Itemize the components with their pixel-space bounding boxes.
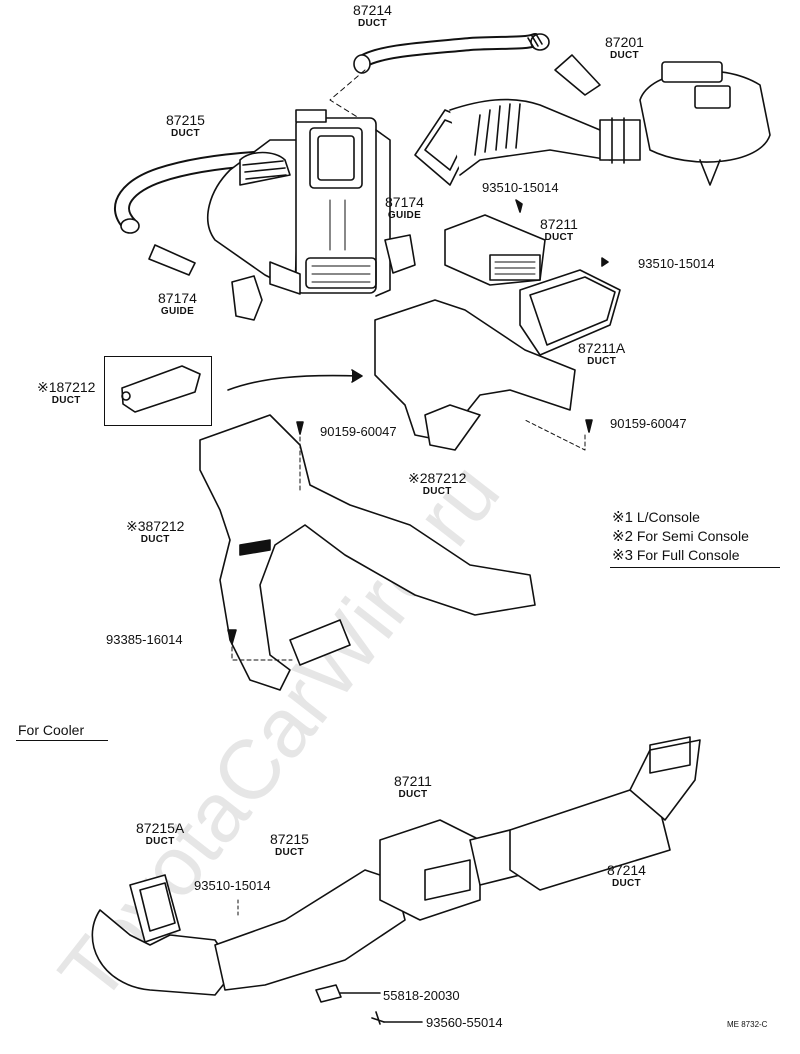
legend-underline <box>610 567 780 568</box>
guide-87174-left <box>231 275 263 321</box>
leader-93385 <box>231 639 293 661</box>
partnum-93560: 93560-55014 <box>426 1015 503 1030</box>
screw-90159-a <box>296 421 304 435</box>
partnum-90159-a: 90159-60047 <box>320 424 397 439</box>
hose-87215-top <box>114 150 278 234</box>
screw-93510-a <box>515 199 523 213</box>
duct-87212-semi <box>374 299 576 451</box>
partnum-93510-c: 93510-15014 <box>194 878 271 893</box>
partnum-93510-a: 93510-15014 <box>482 180 559 195</box>
section-title: For Cooler <box>18 722 85 738</box>
partnum-93385: 93385-16014 <box>106 632 183 647</box>
guide-87174-right <box>384 234 416 274</box>
partnum-93510-b: 93510-15014 <box>638 256 715 271</box>
legend-item: ※1 L/Console <box>612 509 700 526</box>
partnum-55818: 55818-20030 <box>383 988 460 1003</box>
duct-87212-full <box>199 414 536 691</box>
legend-item: ※3 For Full Console <box>612 547 740 564</box>
blower-housing <box>207 109 391 297</box>
pipe-piece <box>148 244 196 276</box>
screw-93385 <box>227 629 237 645</box>
screw-90159-b <box>585 419 593 433</box>
screw-93560 <box>371 1011 385 1025</box>
duct-87211-top <box>444 214 546 286</box>
hose-87214-top <box>353 33 550 74</box>
duct-87211A <box>519 269 621 356</box>
duct-87212-lconsole <box>121 365 201 413</box>
screw-93510-b <box>601 257 609 267</box>
diagram-code: ME 8732-C <box>727 1020 768 1029</box>
legend: ※1 L/Console ※2 For Semi Console ※3 For … <box>612 508 749 565</box>
inset-box <box>104 356 212 426</box>
duct-87201 <box>414 54 771 186</box>
leader-90159-b <box>524 419 586 451</box>
arrow <box>227 374 361 391</box>
legend-item: ※2 For Semi Console <box>612 528 749 545</box>
cooler-duct-assembly <box>91 736 701 996</box>
partnum-90159-b: 90159-60047 <box>610 416 687 431</box>
section-title-underline <box>16 740 108 741</box>
clip-55818 <box>315 984 342 1003</box>
